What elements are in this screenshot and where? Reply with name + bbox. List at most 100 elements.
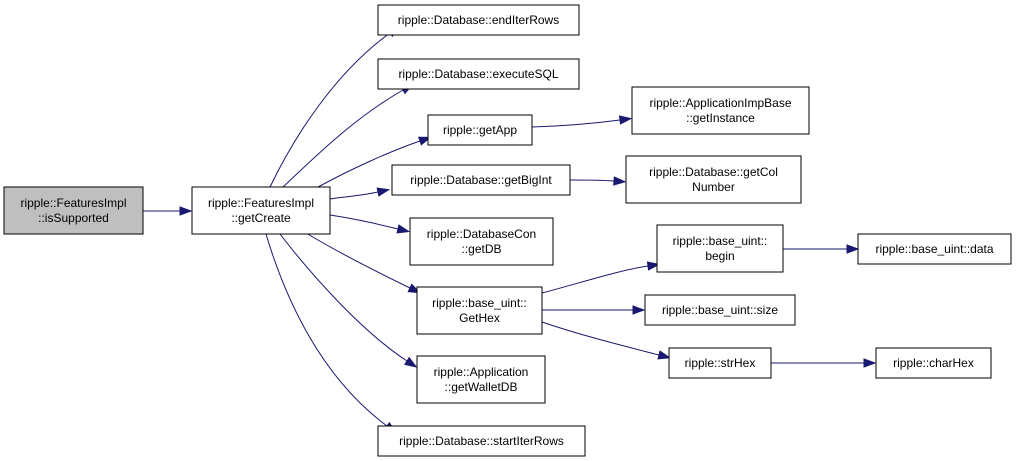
edge-line: [305, 232, 411, 289]
node-get-instance[interactable]: ripple::ApplicationImpBase::getInstance: [631, 86, 810, 135]
edge-is-supported-to-get-create: [142, 206, 193, 216]
edge-get-big-int-to-get-col-number: [569, 176, 627, 186]
node-data[interactable]: ripple::base_uint::data: [857, 233, 1012, 265]
node-char-hex[interactable]: ripple::charHex: [875, 347, 992, 379]
node-box: [625, 155, 802, 204]
node-size[interactable]: ripple::base_uint::size: [644, 294, 796, 326]
arrowhead: [632, 305, 646, 315]
node-label: Number: [692, 180, 735, 194]
call-graph-edges: [142, 25, 877, 434]
edge-get-hex-to-begin: [541, 261, 661, 294]
node-label: ::isSupported: [38, 211, 109, 225]
node-label: ripple::FeaturesImpl: [208, 196, 314, 210]
node-box: [416, 355, 546, 404]
node-box: [377, 4, 580, 36]
node-box: [427, 114, 533, 146]
node-str-hex[interactable]: ripple::strHex: [668, 347, 772, 379]
node-label: ripple::DatabaseCon: [427, 227, 536, 241]
edge-get-create-to-start-iter-rows: [265, 233, 398, 434]
node-box: [391, 164, 571, 196]
node-box: [3, 186, 144, 235]
call-graph-nodes: ripple::FeaturesImpl::isSupportedripple:…: [3, 4, 1012, 457]
node-end-iter-rows[interactable]: ripple::Database::endIterRows: [377, 4, 580, 36]
arrowhead: [613, 176, 627, 186]
node-label: ripple::base_uint::: [432, 296, 527, 310]
arrowhead: [863, 358, 877, 368]
edge-get-create-to-get-hex: [305, 232, 422, 294]
edge-get-create-to-get-db: [329, 214, 411, 234]
node-get-hex[interactable]: ripple::base_uint::GetHex: [416, 286, 543, 335]
edge-get-create-to-get-big-int: [329, 187, 391, 200]
node-is-supported[interactable]: ripple::FeaturesImpl::isSupported: [3, 186, 144, 235]
edge-get-app-to-get-instance: [531, 115, 633, 128]
node-box: [416, 286, 543, 335]
arrowhead: [417, 136, 432, 146]
edge-line: [329, 191, 379, 200]
arrowhead: [404, 356, 418, 368]
node-label: ::getWalletDB: [445, 380, 518, 394]
node-label: ripple::Database::endIterRows: [398, 13, 559, 27]
edge-get-create-to-get-app: [317, 136, 432, 188]
node-label: ::getCreate: [231, 211, 291, 225]
node-label: ::getDB: [461, 242, 501, 256]
node-box: [644, 294, 796, 326]
node-label: ripple::base_uint::: [673, 234, 768, 248]
node-get-db[interactable]: ripple::DatabaseCon::getDB: [409, 217, 554, 266]
node-box: [668, 347, 772, 379]
edge-line: [569, 179, 615, 182]
node-label: ripple::base_uint::size: [662, 303, 778, 317]
node-label: ripple::Database::getBigInt: [410, 173, 552, 187]
node-label: ripple::charHex: [893, 356, 974, 370]
node-get-create[interactable]: ripple::FeaturesImpl::getCreate: [191, 186, 331, 235]
node-get-app[interactable]: ripple::getApp: [427, 114, 533, 146]
arrowhead: [846, 244, 860, 254]
arrowhead: [396, 224, 411, 234]
edge-line: [265, 233, 388, 427]
edge-line: [282, 89, 404, 188]
edge-line: [317, 140, 421, 188]
edge-get-hex-to-size: [542, 305, 646, 315]
node-begin[interactable]: ripple::base_uint::begin: [656, 224, 784, 273]
edge-begin-to-data: [783, 244, 860, 254]
node-label: ripple::ApplicationImpBase: [649, 96, 791, 110]
arrowhead: [646, 261, 661, 271]
node-start-iter-rows[interactable]: ripple::Database::startIterRows: [377, 425, 586, 457]
node-box: [409, 217, 554, 266]
edge-line: [541, 265, 649, 294]
arrowhead: [376, 187, 391, 197]
node-label: ::getInstance: [686, 111, 755, 125]
edge-str-hex-to-char-hex: [770, 358, 877, 368]
arrowhead: [179, 206, 193, 216]
edge-get-create-to-end-iter-rows: [269, 25, 401, 188]
node-label: GetHex: [459, 311, 500, 325]
node-label: ripple::Application: [434, 365, 529, 379]
edge-line: [541, 321, 660, 356]
node-box: [377, 425, 586, 457]
node-box: [377, 58, 580, 90]
node-box: [631, 86, 810, 135]
edge-get-hex-to-str-hex: [541, 321, 672, 360]
node-box: [857, 233, 1012, 265]
edge-line: [279, 233, 408, 362]
node-label: ripple::Database::getCol: [649, 165, 778, 179]
node-get-wallet-db[interactable]: ripple::Application::getWalletDB: [416, 355, 546, 404]
edge-line: [329, 214, 399, 230]
node-box: [875, 347, 992, 379]
node-label: begin: [705, 249, 734, 263]
node-label: ripple::getApp: [443, 123, 517, 137]
node-box: [656, 224, 784, 273]
node-label: ripple::FeaturesImpl: [20, 196, 126, 210]
arrowhead: [657, 350, 672, 360]
edge-line: [269, 32, 391, 188]
node-execute-sql[interactable]: ripple::Database::executeSQL: [377, 58, 580, 90]
node-label: ripple::Database::startIterRows: [399, 434, 564, 448]
node-get-big-int[interactable]: ripple::Database::getBigInt: [391, 164, 571, 196]
node-label: ripple::strHex: [685, 356, 756, 370]
edge-line: [531, 119, 621, 128]
arrowhead: [618, 115, 633, 125]
node-box: [191, 186, 331, 235]
node-label: ripple::Database::executeSQL: [398, 67, 558, 81]
edge-get-create-to-get-wallet-db: [279, 233, 418, 368]
